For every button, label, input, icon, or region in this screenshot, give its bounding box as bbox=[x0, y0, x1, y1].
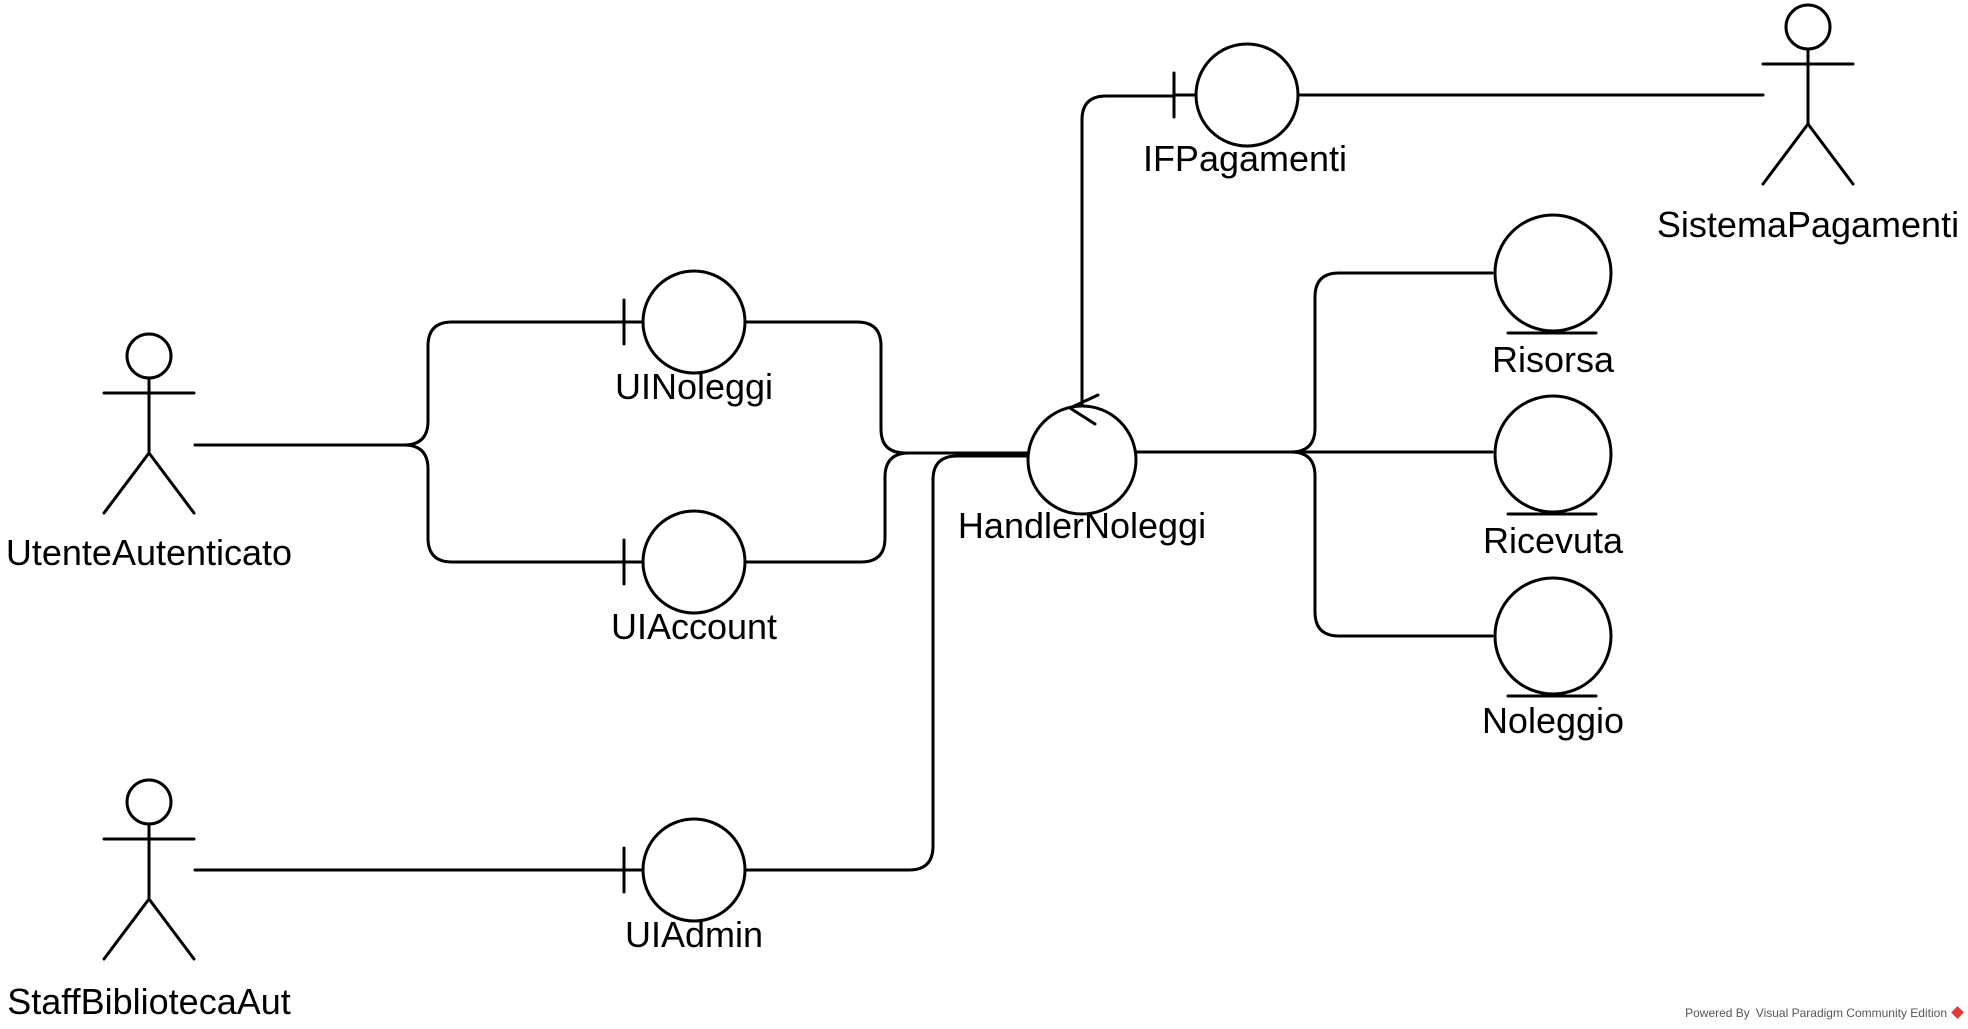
link-uiaccount-handler[interactable] bbox=[744, 451, 911, 564]
boundary-label: IFPagamenti bbox=[1143, 138, 1347, 179]
entity-icon bbox=[1493, 213, 1613, 335]
link-uinoleggi-handler[interactable] bbox=[744, 320, 1030, 455]
link-handler-risorsa[interactable] bbox=[1133, 271, 1494, 454]
link-utente-uinoleggi[interactable] bbox=[193, 320, 642, 447]
entity-noleggio[interactable]: Noleggio bbox=[1482, 576, 1624, 741]
entity-ricevuta[interactable]: Ricevuta bbox=[1483, 394, 1624, 561]
actor-icon bbox=[1761, 3, 1855, 186]
control-handler-noleggi[interactable]: HandlerNoleggi bbox=[958, 393, 1206, 546]
boundary-label: UIAccount bbox=[611, 606, 777, 647]
link-handler-noleggio[interactable] bbox=[1289, 450, 1494, 638]
actor-icon bbox=[102, 332, 196, 515]
boundary-uiaccount[interactable]: UIAccount bbox=[611, 509, 777, 647]
link-uiadmin-handler[interactable] bbox=[744, 454, 1030, 872]
entity-risorsa[interactable]: Risorsa bbox=[1492, 213, 1615, 380]
entity-icon bbox=[1493, 576, 1613, 698]
boundary-icon bbox=[1172, 42, 1300, 148]
actor-label: StaffBibliotecaAut bbox=[7, 981, 291, 1022]
entity-label: Risorsa bbox=[1492, 339, 1615, 380]
watermark: Powered By Visual Paradigm Community Edi… bbox=[1685, 1006, 1964, 1020]
actor-label: SistemaPagamenti bbox=[1657, 204, 1959, 245]
boundary-uiadmin[interactable]: UIAdmin bbox=[622, 817, 763, 955]
actor-staff-biblioteca[interactable]: StaffBibliotecaAut bbox=[7, 778, 291, 1022]
actor-label: UtenteAutenticato bbox=[6, 532, 292, 573]
link-handler-ifpagamenti[interactable] bbox=[1080, 94, 1176, 410]
entity-icon bbox=[1493, 394, 1613, 516]
actor-icon bbox=[102, 778, 196, 961]
link-utente-uiaccount[interactable] bbox=[402, 443, 642, 564]
boundary-label: UINoleggi bbox=[615, 366, 773, 407]
boundary-uinoleggi[interactable]: UINoleggi bbox=[615, 269, 773, 407]
visual-paradigm-logo-icon bbox=[1951, 1006, 1964, 1019]
connectors bbox=[193, 93, 1765, 872]
control-icon bbox=[1026, 393, 1138, 516]
watermark-text: Powered By Visual Paradigm Community Edi… bbox=[1685, 1006, 1947, 1020]
boundary-ifpagamenti[interactable]: IFPagamenti bbox=[1143, 42, 1347, 179]
control-label: HandlerNoleggi bbox=[958, 505, 1206, 546]
actor-sistema-pagamenti[interactable]: SistemaPagamenti bbox=[1657, 3, 1959, 245]
boundary-icon bbox=[622, 817, 747, 923]
entity-label: Noleggio bbox=[1482, 700, 1624, 741]
actor-utente-autenticato[interactable]: UtenteAutenticato bbox=[6, 332, 292, 573]
entity-label: Ricevuta bbox=[1483, 520, 1624, 561]
boundary-label: UIAdmin bbox=[625, 914, 763, 955]
boundary-icon bbox=[622, 509, 747, 615]
boundary-icon bbox=[622, 269, 747, 375]
